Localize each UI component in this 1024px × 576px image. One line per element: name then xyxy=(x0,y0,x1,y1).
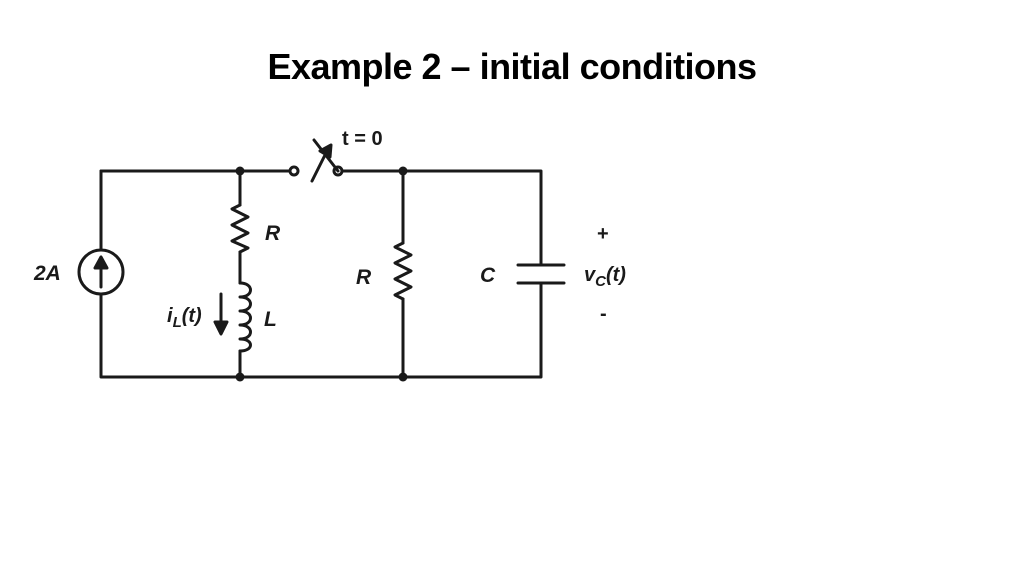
inductor-current-label: iL(t) xyxy=(167,305,202,331)
resistor-mid-label: R xyxy=(356,266,372,289)
voltage-label: vC(t) xyxy=(584,264,626,290)
resistor-top-label: R xyxy=(265,222,281,245)
resistor-mid xyxy=(393,241,413,301)
resistor-top xyxy=(230,203,250,254)
node-top-right xyxy=(398,166,408,176)
capacitor-label: C xyxy=(480,264,496,287)
node-bottom-right xyxy=(398,372,408,382)
voltage-minus: - xyxy=(600,303,607,325)
source-label: 2A xyxy=(33,262,61,285)
switch-label: t = 0 xyxy=(342,128,383,150)
voltage-plus: + xyxy=(597,223,609,245)
wire-left-lower xyxy=(99,281,543,379)
wire-top-right xyxy=(336,169,543,267)
inductor-label: L xyxy=(264,308,277,331)
inductor xyxy=(238,281,252,353)
inductor-current-arrowhead xyxy=(213,320,229,336)
switch-arrow-shaft xyxy=(310,151,328,183)
node-top-left xyxy=(235,166,245,176)
current-source-arrowhead xyxy=(93,255,109,270)
current-source-circle xyxy=(77,248,125,296)
node-bottom-left xyxy=(235,372,245,382)
switch-contact-left xyxy=(288,165,300,177)
switch-arrowhead xyxy=(318,143,333,159)
slide-title: Example 2 – initial conditions xyxy=(267,46,757,87)
